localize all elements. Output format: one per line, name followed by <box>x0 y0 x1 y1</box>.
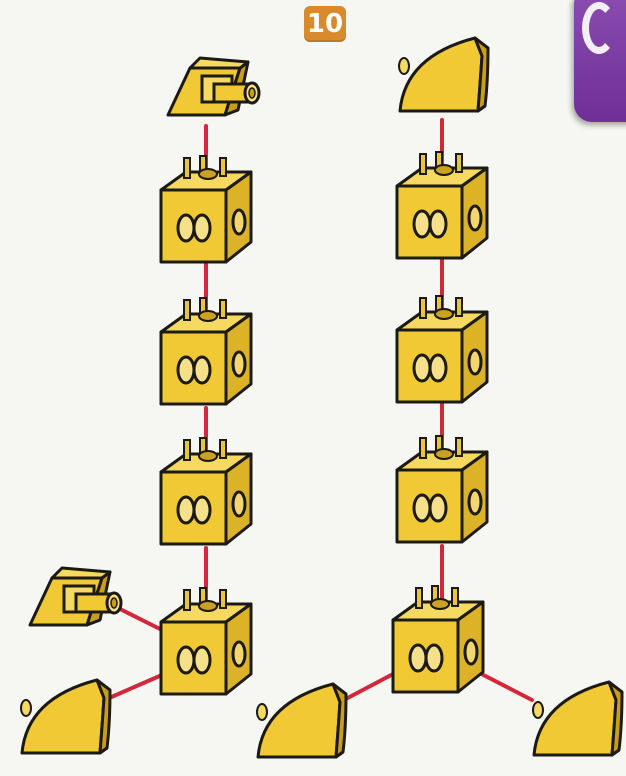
curve-ramp-piece <box>533 682 622 755</box>
tube-support-piece <box>30 568 121 625</box>
curve-ramp-piece <box>21 680 110 753</box>
cube-block <box>393 586 483 692</box>
cube-block <box>397 296 487 402</box>
cube-block <box>161 298 251 404</box>
cube-block <box>397 152 487 258</box>
cube-block <box>161 588 251 694</box>
cube-block <box>161 156 251 262</box>
cube-block <box>161 438 251 544</box>
tube-support-piece <box>168 58 259 115</box>
curve-ramp-piece <box>399 38 488 111</box>
cube-block <box>397 436 487 542</box>
right-tower <box>257 38 622 757</box>
curve-ramp-piece <box>257 684 346 757</box>
left-tower <box>21 58 259 753</box>
